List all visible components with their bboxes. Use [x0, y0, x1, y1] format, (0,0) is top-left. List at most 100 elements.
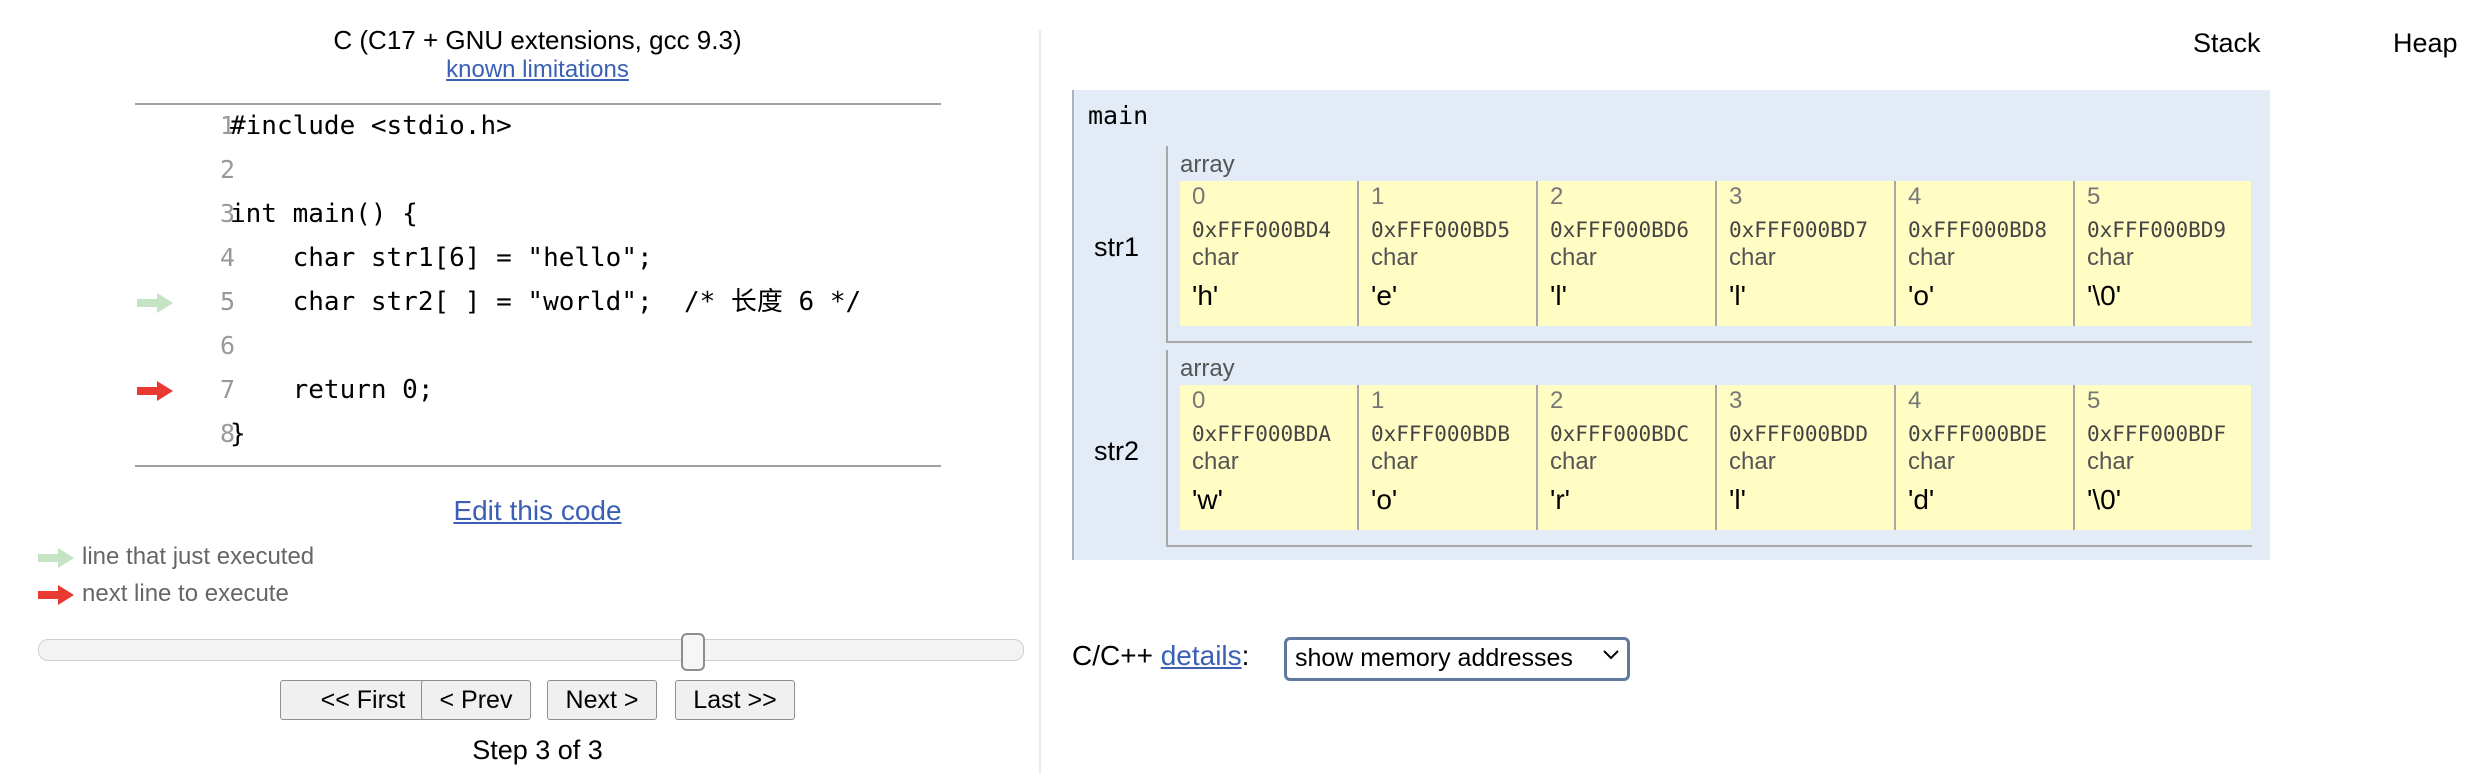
code-text: #include <stdio.h> — [230, 111, 512, 141]
cell-value: '\0' — [2087, 280, 2122, 311]
cell-address: 0xFFF000BDE — [1908, 422, 2048, 446]
stack-frame-main: main str1 array 0 0xFFF000BD4 char 'h' 1… — [1072, 90, 2270, 560]
cell-type: char — [1192, 244, 1239, 271]
chevron-down-icon — [1603, 650, 1619, 660]
cell-type: char — [2087, 244, 2134, 271]
memory-address-select[interactable]: show memory addresses — [1284, 637, 1630, 681]
cell-address: 0xFFF000BDD — [1729, 422, 1869, 446]
array-str2: array 0 0xFFF000BDA char 'w' 1 0xFFF000B… — [1166, 350, 2252, 547]
line-number: 5 — [219, 287, 235, 316]
line-number: 2 — [219, 155, 235, 184]
next-button[interactable]: Next > — [547, 680, 657, 720]
panel-divider — [1039, 30, 1041, 774]
code-line-just-executed: 5 char str2[ ] = "world"; /* 长度 6 */ — [135, 281, 941, 325]
code-text: } — [230, 419, 246, 449]
cell-index: 5 — [2087, 183, 2101, 210]
code-panel: C (C17 + GNU extensions, gcc 9.3) known … — [0, 0, 1040, 774]
cell-address: 0xFFF000BD6 — [1550, 218, 1690, 242]
array-cell: 4 0xFFF000BDE char 'd' — [1896, 385, 2075, 530]
array-cells: 0 0xFFF000BDA char 'w' 1 0xFFF000BDB cha… — [1180, 385, 2251, 530]
array-kind-label: array — [1180, 151, 1235, 178]
red-arrow-icon — [38, 585, 74, 605]
cell-type: char — [1371, 448, 1418, 475]
language-options: C/C++ details: — [1072, 639, 1249, 673]
array-cell: 5 0xFFF000BDF char '\0' — [2075, 385, 2251, 530]
green-arrow-icon — [137, 293, 173, 313]
cell-value: 'o' — [1908, 280, 1935, 311]
cell-address: 0xFFF000BD8 — [1908, 218, 2048, 242]
array-cell: 0 0xFFF000BDA char 'w' — [1180, 385, 1359, 530]
line-number: 1 — [219, 111, 235, 140]
green-arrow-icon — [38, 548, 74, 568]
cell-address: 0xFFF000BDA — [1192, 422, 1332, 446]
red-arrow-icon — [137, 381, 173, 401]
array-cell: 3 0xFFF000BD7 char 'l' — [1717, 181, 1896, 326]
cell-value: 'h' — [1192, 280, 1219, 311]
cell-address: 0xFFF000BDB — [1371, 422, 1511, 446]
heap-label: Heap — [2393, 28, 2458, 58]
cell-value: 'l' — [1729, 280, 1746, 311]
cell-value: 'e' — [1371, 280, 1398, 311]
cell-address: 0xFFF000BD7 — [1729, 218, 1869, 242]
array-cell: 3 0xFFF000BDD char 'l' — [1717, 385, 1896, 530]
line-number: 3 — [219, 199, 235, 228]
step-slider-handle[interactable] — [681, 633, 705, 671]
code-line: 3 int main() { — [135, 193, 941, 237]
legend-label: next line to execute — [82, 580, 289, 607]
cell-index: 2 — [1550, 183, 1564, 210]
cell-index: 4 — [1908, 387, 1922, 414]
cell-type: char — [1550, 448, 1597, 475]
cell-type: char — [1192, 448, 1239, 475]
code-line: 4 char str1[6] = "hello"; — [135, 237, 941, 281]
cell-address: 0xFFF000BD4 — [1192, 218, 1332, 242]
code-text: char str2[ ] = "world"; /* 长度 6 */ — [230, 287, 862, 317]
gutter[interactable] — [135, 369, 185, 413]
known-limitations-link[interactable]: known limitations — [446, 56, 629, 83]
cell-address: 0xFFF000BD5 — [1371, 218, 1511, 242]
cell-value: 'o' — [1371, 484, 1398, 515]
line-number: 7 — [219, 375, 235, 404]
step-counter: Step 3 of 3 — [472, 735, 603, 765]
cell-index: 4 — [1908, 183, 1922, 210]
cell-index: 0 — [1192, 387, 1206, 414]
cell-type: char — [2087, 448, 2134, 475]
cell-address: 0xFFF000BDF — [2087, 422, 2227, 446]
variable-name: str1 — [1094, 232, 1140, 262]
code-line: 1 #include <stdio.h> — [135, 105, 941, 149]
details-link[interactable]: details — [1160, 640, 1242, 671]
last-button[interactable]: Last >> — [675, 680, 795, 720]
variable-name: str2 — [1094, 436, 1140, 466]
cell-type: char — [1729, 448, 1776, 475]
code-text: int main() { — [230, 199, 418, 229]
cell-index: 1 — [1371, 183, 1385, 210]
array-cell: 1 0xFFF000BDB char 'o' — [1359, 385, 1538, 530]
step-slider[interactable] — [38, 639, 1024, 661]
array-cell: 2 0xFFF000BDC char 'r' — [1538, 385, 1717, 530]
cell-value: 'w' — [1192, 484, 1223, 515]
language-label: C (C17 + GNU extensions, gcc 9.3) — [333, 25, 742, 55]
edit-code-link[interactable]: Edit this code — [453, 495, 622, 526]
frame-name: main — [1088, 101, 1149, 130]
cell-address: 0xFFF000BD9 — [2087, 218, 2227, 242]
cell-address: 0xFFF000BDC — [1550, 422, 1690, 446]
cell-index: 0 — [1192, 183, 1206, 210]
cell-value: 'r' — [1550, 484, 1571, 515]
array-cell: 2 0xFFF000BD6 char 'l' — [1538, 181, 1717, 326]
line-number: 8 — [219, 419, 235, 448]
cell-type: char — [1908, 244, 1955, 271]
code-line: 6 — [135, 325, 941, 369]
cell-index: 3 — [1729, 183, 1743, 210]
cell-index: 3 — [1729, 387, 1743, 414]
array-cell: 1 0xFFF000BD5 char 'e' — [1359, 181, 1538, 326]
cell-value: 'l' — [1550, 280, 1567, 311]
legend-label: line that just executed — [82, 543, 315, 570]
code-line: 2 — [135, 149, 941, 193]
first-button[interactable]: << First — [280, 680, 446, 720]
cell-type: char — [1729, 244, 1776, 271]
cell-value: 'd' — [1908, 484, 1935, 515]
cell-index: 2 — [1550, 387, 1564, 414]
code-line: 8 } — [135, 413, 941, 457]
gutter[interactable] — [135, 281, 185, 325]
prev-button[interactable]: < Prev — [421, 680, 531, 720]
stack-label: Stack — [2193, 28, 2261, 58]
